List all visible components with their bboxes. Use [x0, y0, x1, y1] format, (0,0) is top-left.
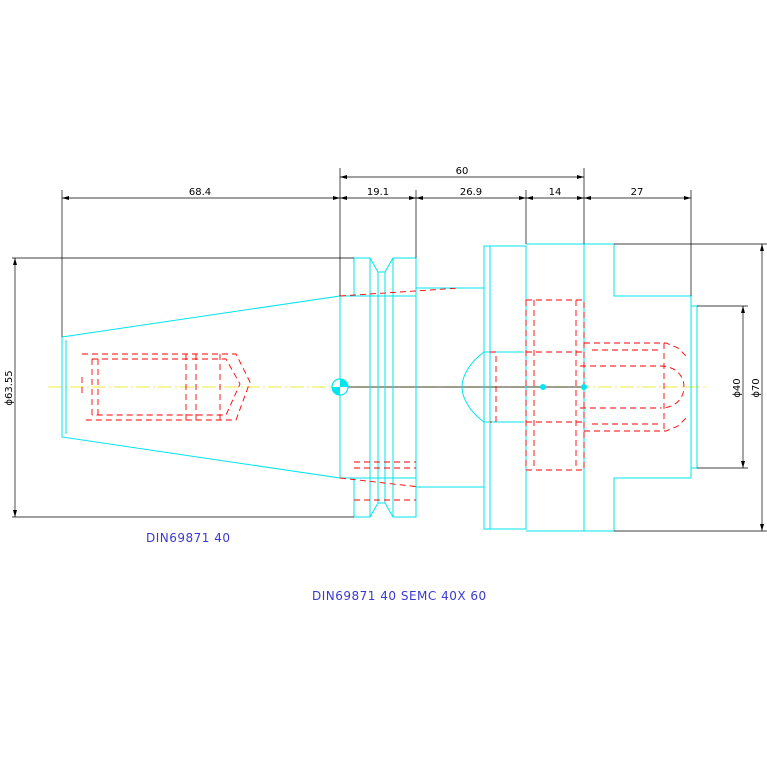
flange-outline [340, 257, 417, 518]
hidden-lines [81, 287, 689, 501]
part-outline [61, 243, 698, 532]
dim-total-front: 60 [456, 166, 469, 177]
dim-body-diameter: ϕ70 [751, 378, 762, 397]
bore-cone [461, 351, 485, 423]
part-designation-caption: DIN69871 40 SEMC 40X 60 [312, 589, 487, 603]
dim-taper-diameter: ϕ63.55 [4, 370, 15, 405]
dim-taper-length: 68.4 [189, 187, 211, 198]
datum-point-b [581, 384, 587, 390]
dim-flange: 19.1 [367, 187, 389, 198]
dim-body: 14 [549, 187, 562, 198]
dim-nose: 27 [631, 187, 644, 198]
reference-markers [331, 378, 587, 396]
nose-outline [584, 243, 698, 532]
shank-standard-caption: DIN69871 40 [146, 531, 231, 545]
dim-neck: 26.9 [460, 187, 482, 198]
body-outline [526, 243, 585, 532]
dimension-lines [12, 168, 767, 532]
dim-bore-diameter: ϕ40 [732, 378, 743, 397]
dimension-arrows [13, 175, 764, 531]
datum-point-a [540, 384, 546, 390]
neck-outline [416, 245, 527, 530]
